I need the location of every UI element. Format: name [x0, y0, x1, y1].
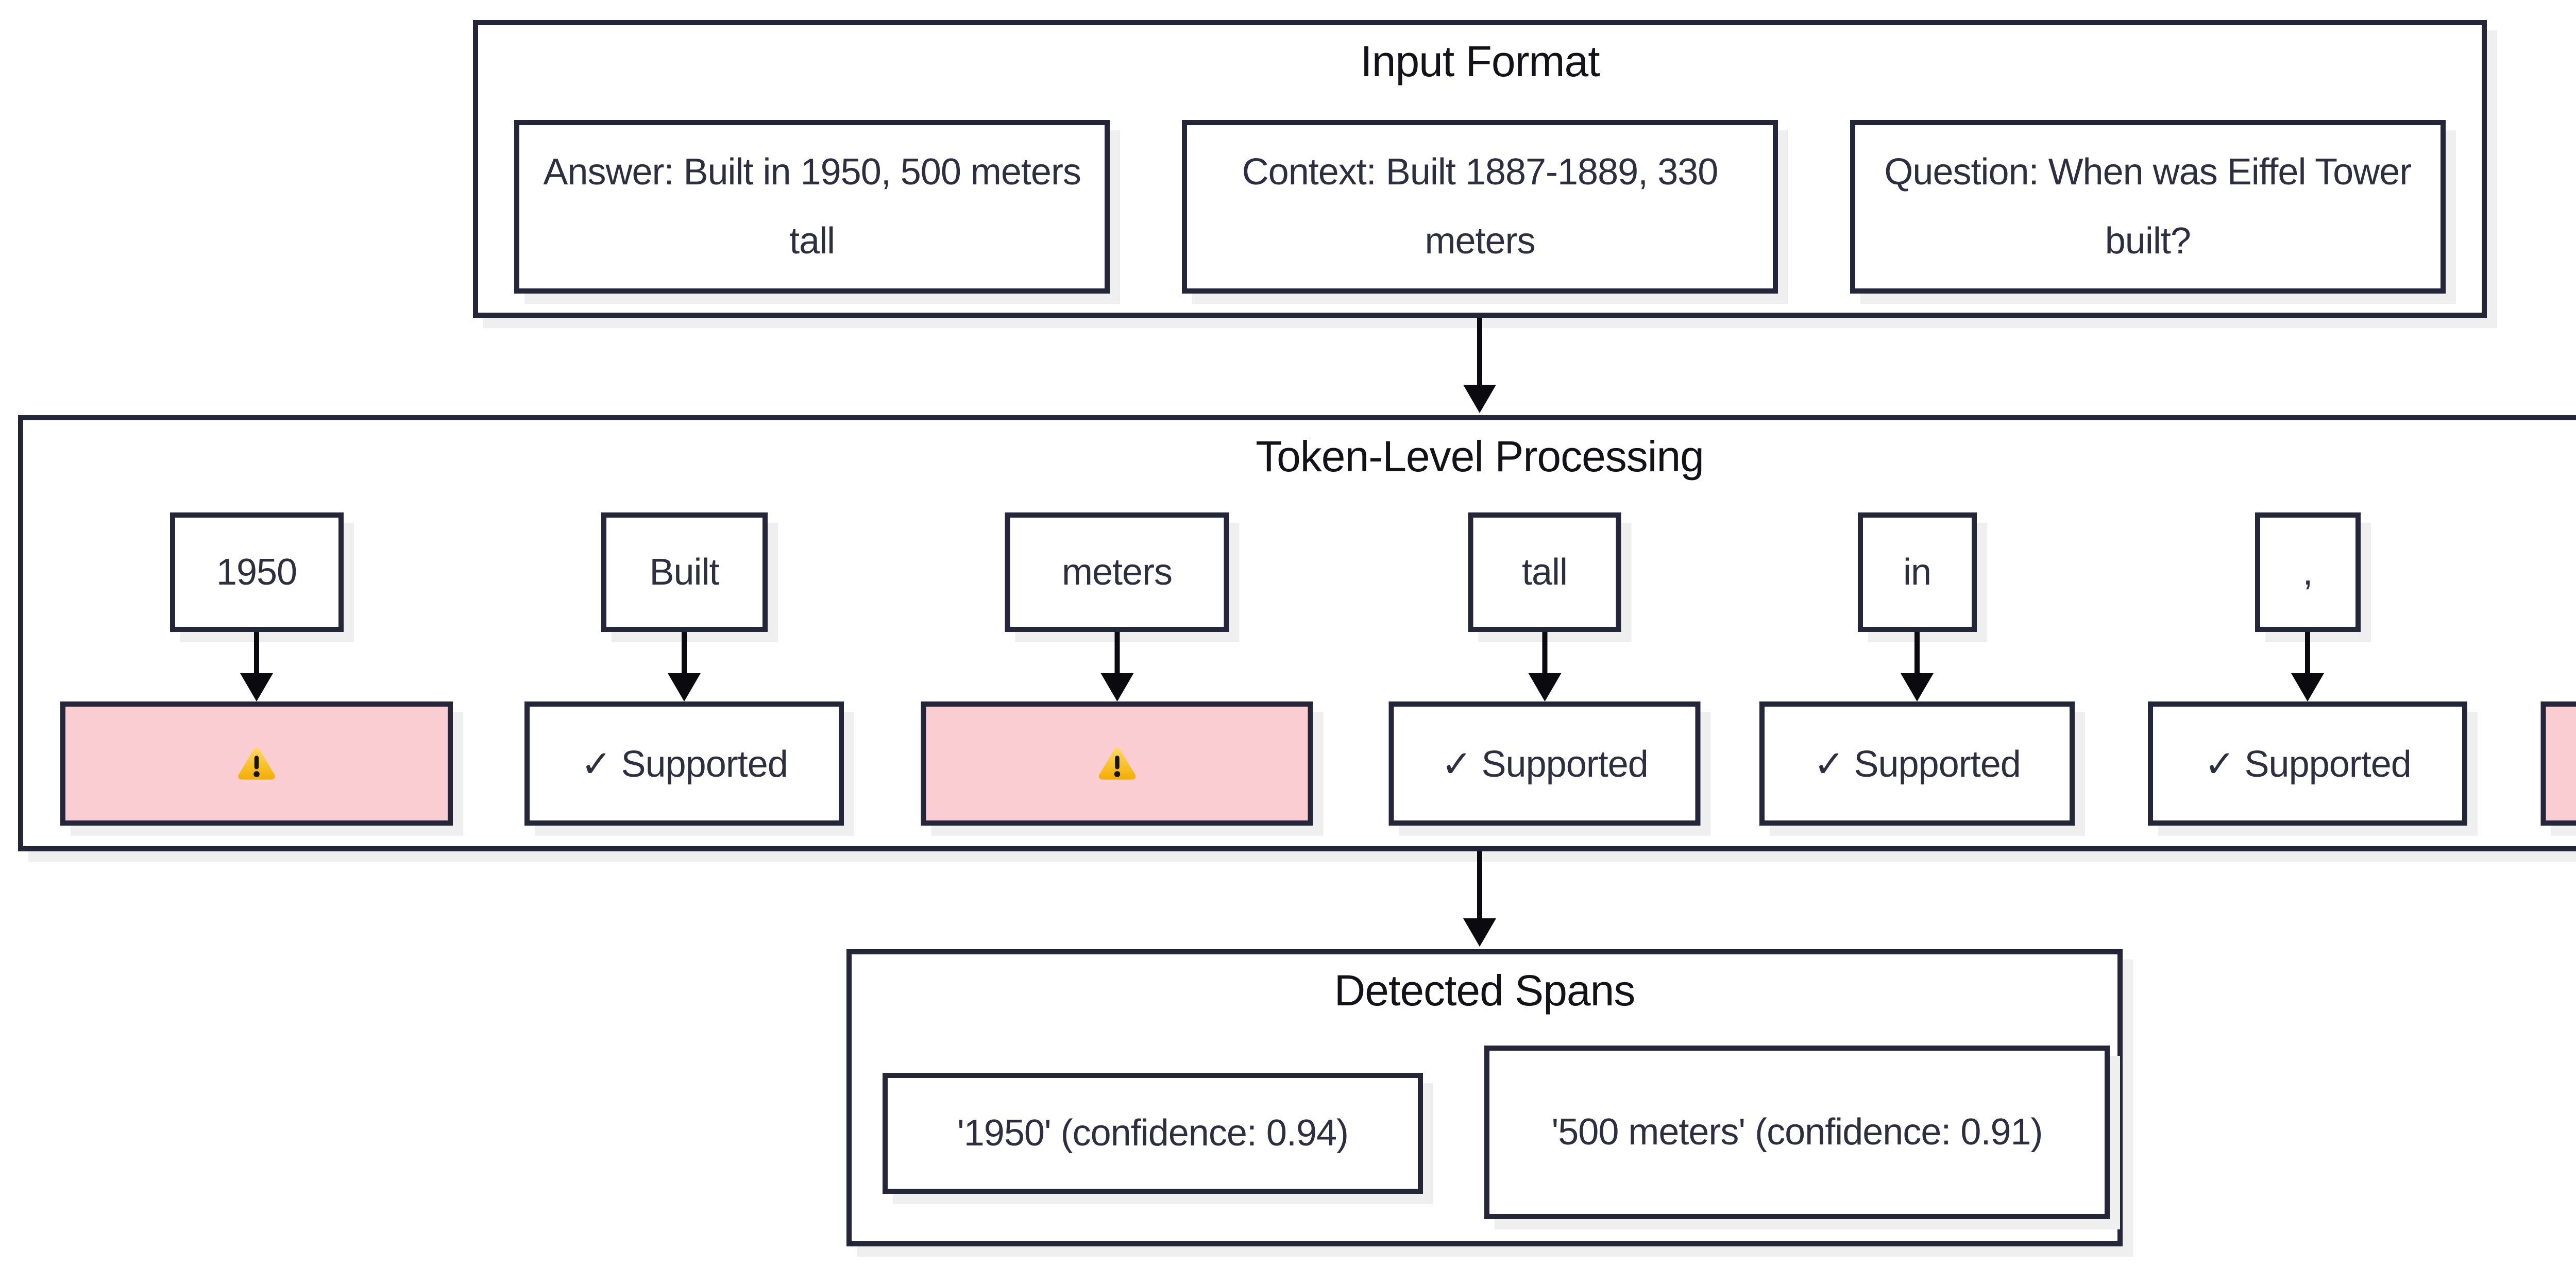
input-format-subgraph: Input Format Answer: Built in 1950, 500 …	[473, 20, 2487, 318]
input-format-node-row: Answer: Built in 1950, 500 meters tall C…	[514, 120, 2446, 294]
supported-label: ✓ Supported	[581, 743, 788, 785]
detected-spans-subgraph: Detected Spans '1950' (confidence: 0.94)…	[846, 949, 2123, 1246]
arrow-token-to-status	[1114, 632, 1120, 673]
status-node-supported: ✓ Supported	[1388, 701, 1701, 826]
status-node-warning	[2540, 701, 2576, 826]
token-column: , ✓ Supported	[2148, 512, 2467, 826]
token-column: 500	[2540, 512, 2576, 826]
token-node: in	[1857, 512, 1977, 632]
input-format-title: Input Format	[1360, 37, 1600, 85]
detected-spans-title: Detected Spans	[1334, 966, 1636, 1015]
detected-span-node: '500 meters' (confidence: 0.91)	[1484, 1046, 2110, 1219]
token-column: 1950	[60, 512, 453, 826]
token-processing-title: Token-Level Processing	[1256, 432, 1704, 481]
arrow-token-to-spans	[1477, 851, 1482, 918]
supported-label: ✓ Supported	[2204, 743, 2412, 785]
arrow-input-to-token	[1477, 318, 1482, 385]
arrow-token-to-status	[1542, 632, 1547, 673]
arrow-token-to-status	[682, 632, 687, 673]
context-node: Context: Built 1887-1889, 330 meters	[1182, 120, 1778, 294]
question-node: Question: When was Eiffel Tower built?	[1850, 120, 2446, 294]
token-node: ,	[2255, 512, 2361, 632]
token-node: tall	[1468, 512, 1621, 632]
warning-triangle-icon	[1098, 747, 1136, 780]
status-node-supported: ✓ Supported	[524, 701, 844, 826]
token-column: meters	[921, 512, 1313, 826]
status-node-warning	[921, 701, 1313, 826]
token-node: Built	[601, 512, 768, 632]
arrow-token-to-status	[254, 632, 259, 673]
arrow-token-to-status	[1914, 632, 1920, 673]
token-processing-subgraph: Token-Level Processing 1950 Built ✓ Supp…	[18, 415, 2576, 851]
supported-label: ✓ Supported	[1441, 743, 1649, 785]
status-node-supported: ✓ Supported	[1759, 701, 2075, 826]
detected-span-node: '1950' (confidence: 0.94)	[883, 1073, 1423, 1194]
token-column: in ✓ Supported	[1759, 512, 2075, 826]
token-column: Built ✓ Supported	[524, 512, 844, 826]
token-node: 1950	[170, 512, 344, 632]
token-node: meters	[1005, 512, 1229, 632]
supported-label: ✓ Supported	[1814, 743, 2021, 785]
status-node-warning	[60, 701, 453, 826]
arrow-token-to-status	[2305, 632, 2310, 673]
answer-node: Answer: Built in 1950, 500 meters tall	[514, 120, 1110, 294]
token-column: tall ✓ Supported	[1388, 512, 1701, 826]
warning-triangle-icon	[238, 747, 275, 780]
status-node-supported: ✓ Supported	[2148, 701, 2467, 826]
